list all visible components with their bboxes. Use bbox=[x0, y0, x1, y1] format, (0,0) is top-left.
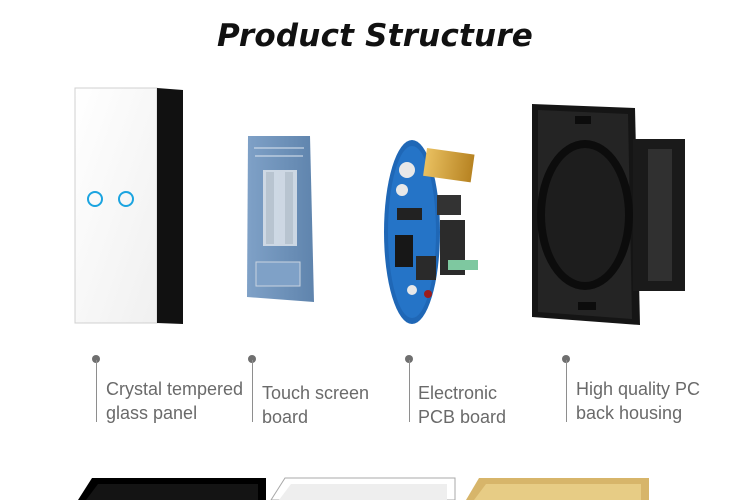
panel-color-variants bbox=[78, 477, 649, 500]
part-label-housing-line1: High quality PC bbox=[576, 379, 701, 399]
pcb-board-image bbox=[384, 140, 478, 324]
exploded-view bbox=[74, 87, 685, 325]
part-label-housing: High quality PC back housing bbox=[576, 377, 700, 425]
marker-line-touch bbox=[252, 360, 253, 422]
part-label-pcb: Electronic PCB board bbox=[418, 381, 506, 429]
white-panel-variant bbox=[270, 477, 456, 500]
part-label-pcb-line1: Electronic bbox=[418, 383, 498, 403]
back-housing-image bbox=[532, 104, 685, 325]
marker-dot-pcb bbox=[405, 355, 413, 363]
part-label-pcb-line2: PCB board bbox=[418, 407, 507, 427]
touch-key-1-icon bbox=[87, 191, 103, 207]
marker-dot-touch bbox=[248, 355, 256, 363]
part-label-touch: Touch screen board bbox=[262, 381, 369, 429]
part-label-housing-line2: back housing bbox=[576, 403, 683, 423]
part-label-touch-line1: Touch screen bbox=[262, 383, 370, 403]
marker-dot-housing bbox=[562, 355, 570, 363]
part-label-glass: Crystal tempered glass panel bbox=[106, 377, 243, 425]
marker-line-pcb bbox=[409, 360, 410, 422]
marker-dot-glass bbox=[92, 355, 100, 363]
page-title: Product Structure bbox=[216, 18, 534, 54]
part-label-touch-line2: board bbox=[262, 407, 309, 427]
part-label-glass-line2: glass panel bbox=[106, 403, 198, 423]
marker-line-housing bbox=[566, 360, 567, 422]
glass-panel-image bbox=[74, 87, 183, 324]
part-label-glass-line1: Crystal tempered bbox=[106, 379, 244, 399]
black-panel-variant bbox=[78, 478, 266, 500]
marker-line-glass bbox=[96, 360, 97, 422]
touch-board-image bbox=[247, 136, 314, 302]
gold-panel-variant bbox=[466, 478, 649, 500]
touch-key-2-icon bbox=[118, 191, 134, 207]
